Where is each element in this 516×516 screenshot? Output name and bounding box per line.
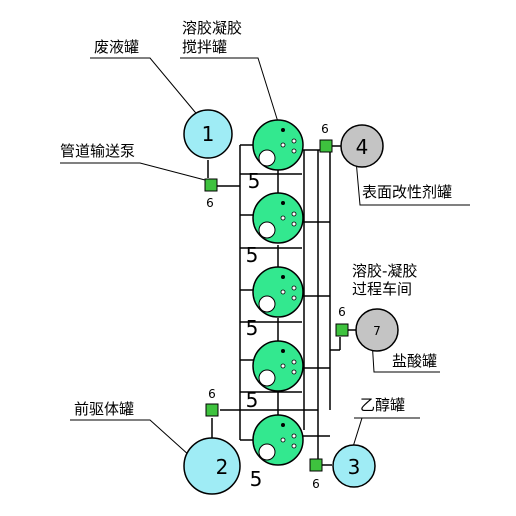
mixer-5-label-5: 5	[250, 467, 263, 491]
pump-6-label-1: 6	[206, 196, 214, 210]
pumps	[204, 139, 349, 472]
mixer-tank-2	[252, 192, 304, 244]
tank-4	[340, 124, 384, 168]
pump-6-label-4: 6	[208, 387, 216, 401]
pump-label: 管道输送泵	[60, 142, 135, 160]
mixer-tank-3	[252, 266, 304, 318]
storage-tanks	[183, 109, 399, 495]
acid-tank-label: 盐酸罐	[392, 352, 437, 370]
tank-2	[183, 437, 241, 495]
pump-5	[309, 458, 323, 472]
pipe-network	[207, 144, 356, 466]
pump-6-label-5: 6	[312, 477, 320, 491]
tank-7	[355, 308, 399, 352]
mixer-label-line1: 溶胶凝胶	[182, 19, 242, 37]
leader-lines	[60, 57, 470, 457]
modifier-tank-label: 表面改性剂罐	[362, 183, 452, 201]
tank-3-number: 3	[348, 455, 361, 479]
workshop-label-line1: 溶胶-凝胶	[352, 262, 417, 280]
tank-7-number: 7	[373, 324, 381, 338]
mixer-5-label-3: 5	[246, 316, 259, 340]
tank-2-number: 2	[216, 455, 229, 479]
mixer-5-label-4: 5	[246, 388, 259, 412]
mixer-tank-4	[252, 340, 304, 392]
pump-6-label-3: 6	[338, 305, 346, 319]
mixer-5-label-1: 5	[248, 169, 261, 193]
pump-1	[204, 178, 218, 192]
pump-3	[335, 323, 349, 337]
tank-1	[183, 109, 233, 159]
mixer-tank-5	[252, 414, 304, 466]
mixer-5-label-2: 5	[246, 243, 259, 267]
pump-6-label-2: 6	[321, 122, 329, 136]
mixer-tanks	[252, 119, 304, 466]
waste-tank-label: 废液罐	[94, 38, 139, 56]
tank-3	[332, 444, 376, 488]
ethanol-tank-label: 乙醇罐	[360, 396, 405, 414]
tank-1-number: 1	[202, 122, 215, 146]
tank-4-number: 4	[356, 135, 369, 159]
workshop-label-line2: 过程车间	[352, 280, 412, 298]
mixer-label-line2: 搅拌罐	[182, 38, 227, 56]
pump-2	[319, 139, 333, 153]
mixer-tank-1	[252, 119, 304, 171]
precursor-tank-label: 前驱体罐	[74, 400, 134, 418]
pump-4	[205, 403, 219, 417]
